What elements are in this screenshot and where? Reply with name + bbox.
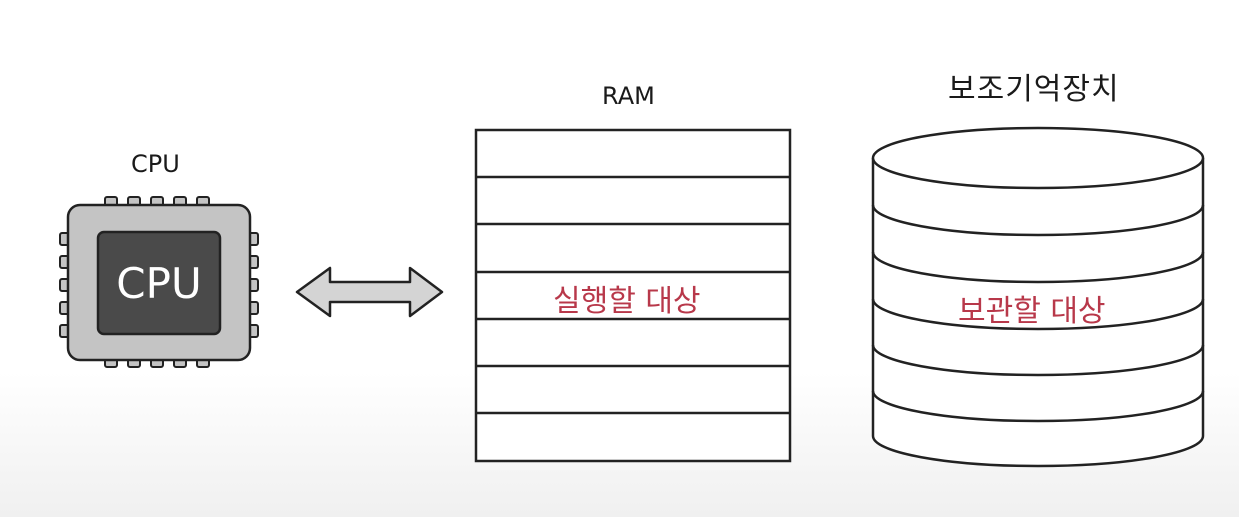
storage-disk-dividers <box>871 204 1205 423</box>
cpu-chip-die <box>96 230 222 336</box>
storage-cylinder-top <box>871 126 1205 190</box>
storage-title: 보조기억장치 <box>948 72 1120 107</box>
ram-title: RAM <box>602 82 655 110</box>
ram-content-label: 실행할 대상 <box>553 284 701 319</box>
cpu-title: CPU <box>131 150 180 178</box>
ram-row-dividers <box>476 175 790 415</box>
cpu-chip-label: CPU <box>116 258 202 308</box>
double-arrow-icon <box>295 266 444 318</box>
storage-cylinder-body <box>871 158 1205 468</box>
storage-content-label: 보관할 대상 <box>958 294 1106 329</box>
ram-stack <box>474 128 792 463</box>
